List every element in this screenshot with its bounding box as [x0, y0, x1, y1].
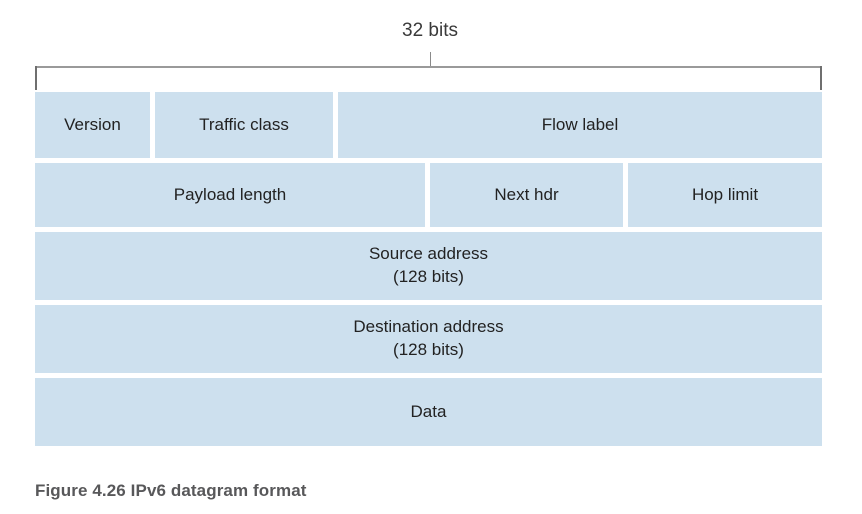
field-traffic-class: Traffic class: [155, 92, 333, 158]
datagram-row: Destination address (128 bits): [35, 305, 822, 373]
field-payload-length: Payload length: [35, 163, 425, 227]
field-next-hdr: Next hdr: [430, 163, 623, 227]
field-flow-label: Flow label: [338, 92, 822, 158]
field-destination-address-size: (128 bits): [393, 340, 464, 359]
datagram-row: Source address (128 bits): [35, 232, 822, 300]
field-destination-address: Destination address (128 bits): [35, 305, 822, 373]
width-tick-mark: [430, 52, 431, 66]
datagram-row: Version Traffic class Flow label: [35, 92, 822, 158]
field-source-address: Source address (128 bits): [35, 232, 822, 300]
width-bracket: [35, 66, 822, 90]
datagram-row: Payload length Next hdr Hop limit: [35, 163, 822, 227]
field-hop-limit: Hop limit: [628, 163, 822, 227]
figure-caption: Figure 4.26 IPv6 datagram format: [35, 481, 307, 500]
field-source-address-title: Source address: [368, 244, 489, 264]
bracket-right-tick: [820, 66, 822, 90]
field-data: Data: [35, 378, 822, 446]
datagram-width-label: 32 bits: [402, 20, 458, 41]
bracket-top-line: [35, 66, 822, 68]
field-version: Version: [35, 92, 150, 158]
datagram-row: Data: [35, 378, 822, 446]
bracket-left-tick: [35, 66, 37, 90]
field-destination-address-title: Destination address: [353, 317, 504, 337]
datagram-rows: Version Traffic class Flow label Payload…: [35, 92, 822, 451]
field-source-address-size: (128 bits): [393, 267, 464, 286]
